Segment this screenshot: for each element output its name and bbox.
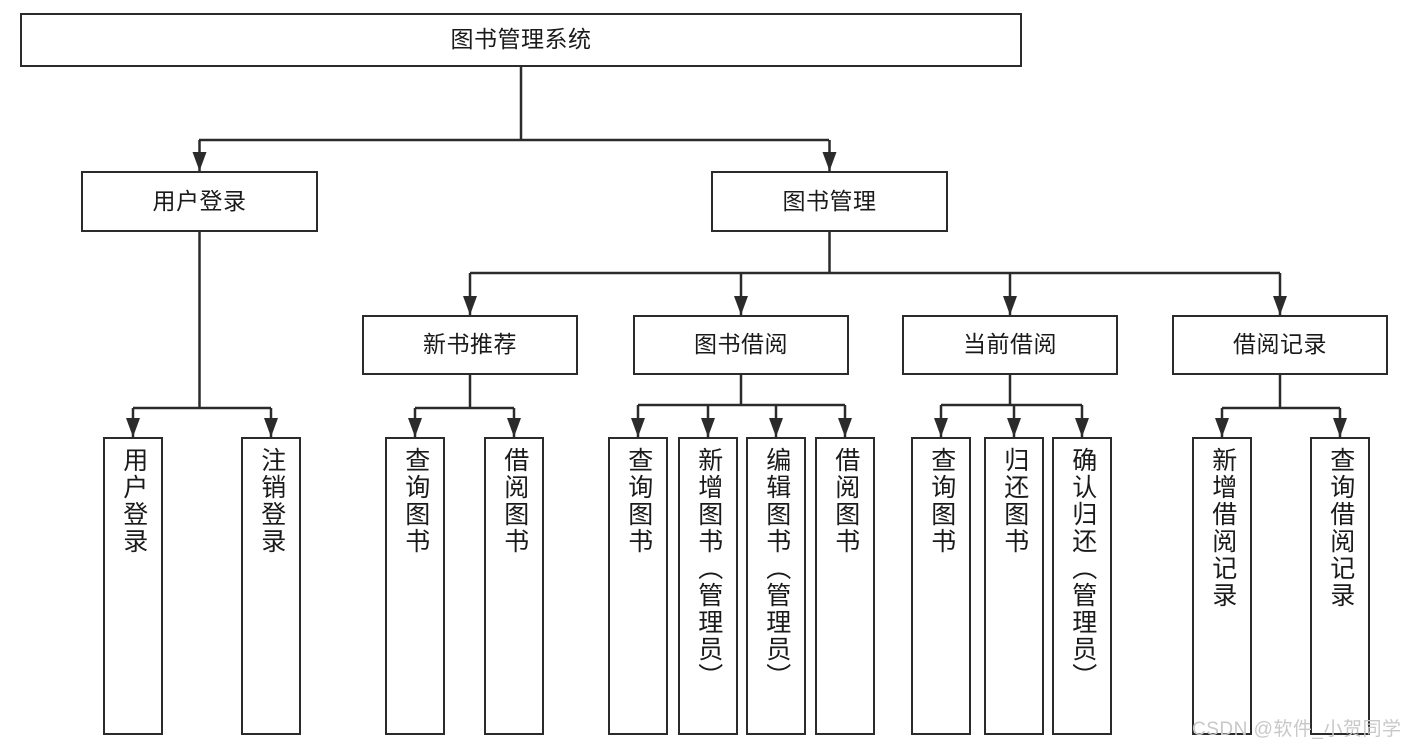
node-label: 注销登录: [257, 447, 286, 555]
node-label: 查询图书: [401, 447, 430, 555]
arrowhead-icon: [838, 418, 852, 437]
node-label: 归还图书: [1000, 447, 1029, 555]
node-root[interactable]: 图书管理系统: [20, 13, 1022, 67]
node-borrow-record[interactable]: 借阅记录: [1172, 315, 1388, 375]
node-leaf-query-book-1[interactable]: 查询图书: [385, 437, 445, 735]
node-leaf-return-book[interactable]: 归还图书: [984, 437, 1044, 735]
arrowhead-icon: [126, 418, 140, 437]
node-label: 当前借阅: [963, 331, 1057, 358]
arrowhead-icon: [264, 418, 278, 437]
node-label: 新增图书（管理员）: [694, 447, 723, 690]
node-current-borrow[interactable]: 当前借阅: [902, 315, 1118, 375]
node-label: 查询图书: [624, 447, 653, 555]
node-label: 图书管理系统: [450, 26, 592, 53]
arrowhead-icon: [769, 418, 783, 437]
node-leaf-query-record[interactable]: 查询借阅记录: [1310, 437, 1370, 735]
node-leaf-query-book-2[interactable]: 查询图书: [608, 437, 668, 735]
node-label: 查询图书: [927, 447, 956, 555]
arrowhead-icon: [822, 152, 837, 171]
node-leaf-query-book-3[interactable]: 查询图书: [911, 437, 971, 735]
arrowhead-icon: [1215, 418, 1229, 437]
arrowhead-icon: [1003, 296, 1017, 315]
node-label: 图书借阅: [694, 331, 788, 358]
node-leaf-edit-book[interactable]: 编辑图书（管理员）: [746, 437, 806, 735]
node-leaf-user-login[interactable]: 用户登录: [103, 437, 163, 735]
arrowhead-icon: [1075, 418, 1089, 437]
node-label: 新增借阅记录: [1208, 447, 1237, 609]
arrowhead-icon: [734, 296, 748, 315]
node-leaf-add-book[interactable]: 新增图书（管理员）: [678, 437, 738, 735]
node-leaf-add-record[interactable]: 新增借阅记录: [1192, 437, 1252, 735]
arrowhead-icon: [507, 418, 521, 437]
arrowhead-icon: [192, 152, 207, 171]
arrowhead-icon: [701, 418, 715, 437]
node-leaf-borrow-book-2[interactable]: 借阅图书: [815, 437, 875, 735]
arrowhead-icon: [463, 296, 477, 315]
node-label: 确认归还（管理员）: [1068, 447, 1097, 690]
node-label: 借阅记录: [1233, 331, 1327, 358]
arrowhead-icon: [934, 418, 948, 437]
node-label: 借阅图书: [831, 447, 860, 555]
node-leaf-borrow-book-1[interactable]: 借阅图书: [484, 437, 544, 735]
node-user-login[interactable]: 用户登录: [81, 171, 318, 232]
node-label: 用户登录: [119, 447, 148, 555]
node-label: 编辑图书（管理员）: [762, 447, 791, 690]
node-label: 新书推荐: [423, 331, 517, 358]
node-label: 借阅图书: [500, 447, 529, 555]
node-book-manage[interactable]: 图书管理: [711, 171, 948, 232]
arrowhead-icon: [1007, 418, 1021, 437]
node-leaf-confirm-return[interactable]: 确认归还（管理员）: [1052, 437, 1112, 735]
arrowhead-icon: [631, 418, 645, 437]
arrowhead-icon: [1273, 296, 1287, 315]
node-book-borrow[interactable]: 图书借阅: [633, 315, 849, 375]
node-leaf-logout[interactable]: 注销登录: [241, 437, 301, 735]
arrowhead-icon: [1333, 418, 1347, 437]
node-label: 图书管理: [782, 187, 877, 214]
node-label: 查询借阅记录: [1326, 447, 1355, 609]
node-new-book-rec[interactable]: 新书推荐: [362, 315, 578, 375]
node-label: 用户登录: [152, 187, 247, 214]
arrowhead-icon: [408, 418, 422, 437]
